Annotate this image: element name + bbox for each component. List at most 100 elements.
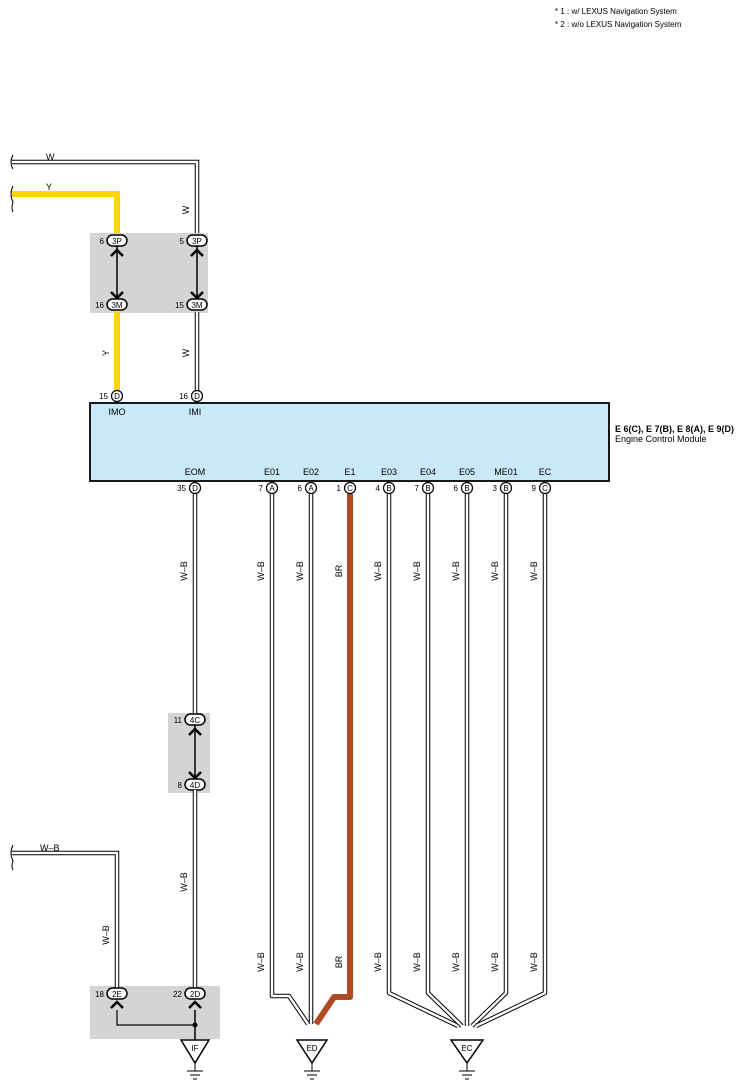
ecm-pin-label-e02: E02	[303, 467, 319, 477]
connector-5-3p: 3P 5	[180, 234, 208, 247]
ecm-pin-label-e05: E05	[459, 467, 475, 477]
ecm-pin-number: 35	[177, 484, 186, 493]
wire-label-e01-lower: W–B	[256, 952, 266, 972]
wire-label-y-top: Y	[46, 182, 52, 192]
wire-w-top	[12, 159, 200, 233]
svg-text:15: 15	[175, 301, 184, 310]
ecm-pin-connector: B	[464, 484, 469, 493]
wire-label-ec: W–B	[529, 561, 539, 581]
svg-text:11: 11	[174, 716, 183, 725]
connector-22-2d: 2D 22	[173, 987, 206, 1000]
ecm-pin-number: 6	[298, 484, 303, 493]
ecm-pin-number: 9	[532, 484, 537, 493]
ecm-pin-number: 4	[376, 484, 381, 493]
ecm-box	[89, 402, 610, 482]
wire-break-y	[10, 185, 14, 213]
wire-wb-left	[12, 850, 120, 988]
wire-label-w-top: W	[46, 152, 55, 162]
splice-point	[192, 1022, 198, 1028]
wire-label-e03: W–B	[373, 561, 383, 581]
svg-text:6: 6	[100, 237, 105, 246]
ecm-pin-e02	[304, 481, 318, 495]
ecm-pin-label-ec: EC	[539, 467, 552, 477]
ground-if: IF	[179, 1039, 211, 1080]
svg-text:15: 15	[99, 392, 108, 401]
wire-e1	[313, 494, 353, 1026]
svg-text:IF: IF	[191, 1044, 198, 1053]
wire-label-me01-lower: W–B	[490, 952, 500, 972]
ecm-pin-e03	[382, 481, 396, 495]
connector-6-3p: 3P 6	[100, 234, 128, 247]
wire-label-e01: W–B	[256, 561, 266, 581]
svg-text:18: 18	[95, 990, 104, 999]
ecm-pin-label-e1: E1	[344, 467, 355, 477]
chevron-icon	[110, 291, 124, 300]
svg-text:3P: 3P	[192, 237, 202, 246]
wire-break-w	[10, 154, 14, 170]
chevron-icon	[188, 771, 202, 780]
connector-18-2e: 2E 18	[95, 987, 128, 1000]
ecm-pin-eom	[188, 481, 202, 495]
ecm-pin-number: 3	[493, 484, 498, 493]
ecm-pin-ec	[538, 481, 552, 495]
svg-text:3P: 3P	[112, 237, 122, 246]
wire-label-e05: W–B	[451, 561, 461, 581]
wire-label-wb-left-top: W–B	[40, 843, 60, 853]
ecm-pin-connector: A	[269, 484, 275, 493]
ecm-pin-label-e01: E01	[264, 467, 280, 477]
svg-text:3M: 3M	[191, 301, 202, 310]
connector-16-3m: 3M 16	[95, 298, 128, 311]
ecm-pin-connector: C	[542, 484, 548, 493]
wire-label-me01: W–B	[490, 561, 500, 581]
ecm-pin-e01	[265, 481, 279, 495]
wire-break-wb	[10, 844, 14, 871]
ecm-pin-connector: B	[386, 484, 391, 493]
wire-label-e04-lower: W–B	[412, 952, 422, 972]
svg-text:D: D	[114, 392, 120, 401]
ecm-pin-e04	[421, 481, 435, 495]
svg-text:16: 16	[95, 301, 104, 310]
wire-label-e04: W–B	[412, 561, 422, 581]
ecm-pin-connector: C	[347, 484, 353, 493]
wire-label-e03-lower: W–B	[373, 952, 383, 972]
ground-ed: ED	[295, 1039, 329, 1080]
svg-text:16: 16	[179, 392, 188, 401]
ecm-connector-ids: E 6(C), E 7(B), E 8(A), E 9(D)	[615, 424, 734, 434]
svg-text:ED: ED	[306, 1044, 317, 1053]
ecm-name: Engine Control Module	[615, 434, 707, 444]
wire-label-eom: W–B	[179, 561, 189, 581]
wire-label-wb-eom-low: W–B	[179, 872, 189, 892]
ecm-bottom-pins: EOMD35W–BE01A7W–BW–BE02A6W–BW–BE1C1BRBRE…	[177, 467, 552, 1029]
ecm-pin-connector: B	[503, 484, 508, 493]
ecm-pin-connector: D	[192, 484, 198, 493]
ecm-pin-label-e04: E04	[420, 467, 436, 477]
wire-label-y-low: Y	[101, 350, 111, 356]
ecm-pin-imi: D 16	[179, 389, 204, 403]
svg-text:D: D	[194, 392, 200, 401]
ecm-pin-label-eom: EOM	[185, 467, 206, 477]
ground-ec: EC	[449, 1039, 485, 1080]
chevron-icon	[190, 248, 204, 257]
ecm-pin-e05	[460, 481, 474, 495]
wire-e03	[386, 494, 459, 1029]
ecm-pin-label-me01: ME01	[494, 467, 518, 477]
wire-y-top	[12, 191, 120, 233]
svg-text:4D: 4D	[190, 781, 200, 790]
ecm-pin-number: 7	[259, 484, 264, 493]
svg-text:2E: 2E	[112, 990, 122, 999]
chevron-icon	[110, 1000, 124, 1009]
svg-text:22: 22	[173, 990, 182, 999]
svg-text:2D: 2D	[190, 990, 200, 999]
ecm-pin-connector: B	[425, 484, 430, 493]
chevron-icon	[188, 1000, 202, 1009]
svg-text:5: 5	[180, 237, 185, 246]
ecm-pin-number: 6	[454, 484, 459, 493]
ecm-pin-number: 1	[337, 484, 342, 493]
wire-label-e1: BR	[334, 564, 344, 577]
chevron-icon	[188, 727, 202, 736]
svg-text:8: 8	[178, 781, 183, 790]
note-2: * 2 : w/o LEXUS Navigation System	[555, 20, 682, 29]
svg-text:3M: 3M	[111, 301, 122, 310]
chevron-icon	[110, 248, 124, 257]
wire-label-ec-lower: W–B	[529, 952, 539, 972]
